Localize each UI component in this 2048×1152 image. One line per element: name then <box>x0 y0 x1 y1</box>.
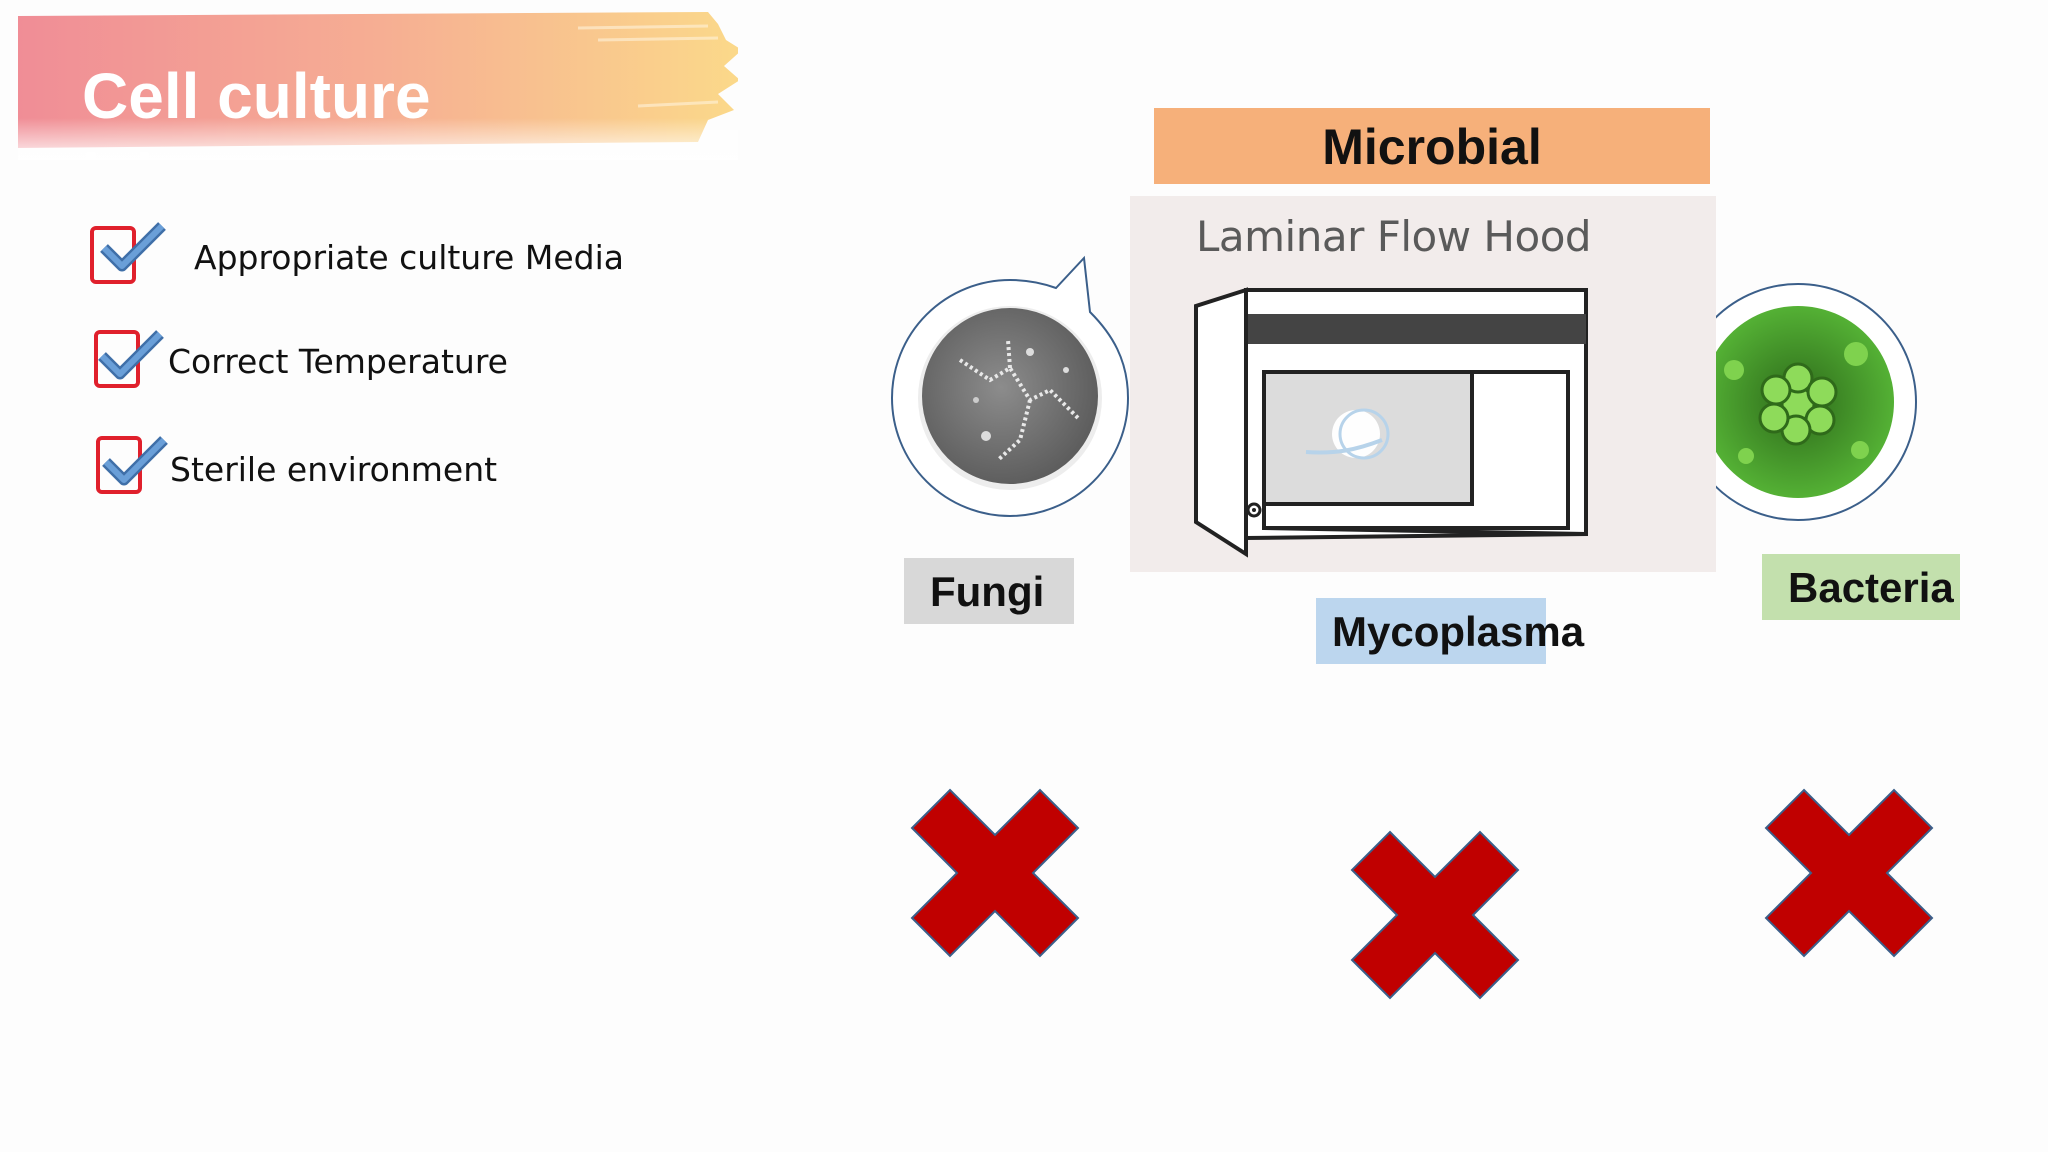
laminar-flow-hood-illustration <box>1194 287 1588 558</box>
red-x-icon <box>1764 788 1934 958</box>
red-x-icon <box>910 788 1080 958</box>
bacteria-label: Bacteria <box>1788 564 1954 611</box>
laminar-flow-hood-title: Laminar Flow Hood <box>1196 212 1592 261</box>
slide-title: Cell culture laboratory <box>82 60 431 160</box>
fungi-label: Fungi <box>930 568 1045 615</box>
bacteria-label-box: Bacteria <box>1762 554 1960 620</box>
fungi-label-box: Fungi <box>904 558 1074 624</box>
checkmark-icon <box>100 222 166 272</box>
checklist-label: Appropriate culture Media <box>194 238 624 277</box>
bacteria-image <box>1680 283 1917 521</box>
brush-stroke-background <box>18 12 738 160</box>
mycoplasma-label-box: Mycoplasma <box>1316 598 1584 664</box>
microbial-header: Microbial Contamination <box>1154 108 1710 184</box>
checklist-item-media: Appropriate culture Media <box>88 222 648 302</box>
title-banner: Cell culture laboratory <box>18 10 738 160</box>
laminar-flow-hood-panel: Laminar Flow Hood <box>1130 196 1716 572</box>
microbial-header-text: Microbial Contamination <box>1322 119 1542 175</box>
checklist-item-temperature: Correct Temperature <box>92 328 592 408</box>
mycoplasma-label: Mycoplasma <box>1332 608 1585 655</box>
checklist-item-sterile: Sterile environment <box>94 436 594 516</box>
checklist-label: Sterile environment <box>170 450 498 489</box>
checkmark-icon <box>102 436 168 486</box>
fungi-image <box>891 255 1130 517</box>
checklist-label: Correct Temperature <box>168 342 508 381</box>
red-x-icon <box>1350 830 1520 1000</box>
checkmark-icon <box>98 330 164 380</box>
